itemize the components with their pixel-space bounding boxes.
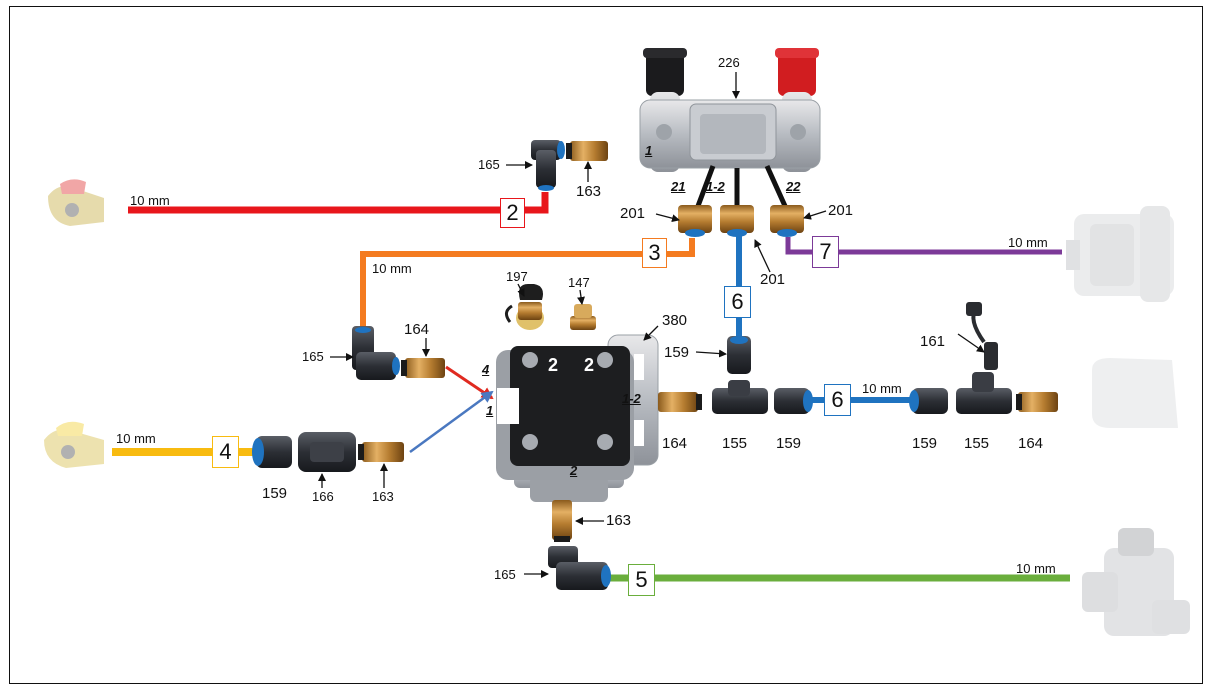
elbow-165-left <box>352 326 400 380</box>
label-159-right-a: 159 <box>776 435 802 452</box>
plug-147 <box>570 304 596 330</box>
leader-159a <box>695 349 727 358</box>
label-147: 147 <box>568 275 590 290</box>
valve-lead-21 <box>695 165 716 207</box>
coupling-red-head <box>48 179 104 226</box>
label-159-vertical: 159 <box>664 344 690 361</box>
control-valve <box>639 48 821 172</box>
line-box-6-horizontal: 6 <box>824 384 851 416</box>
elbow-165-top <box>531 140 565 191</box>
tee-155-left <box>712 380 768 414</box>
size-yellow: 10 mm <box>116 431 156 446</box>
label-155-left: 155 <box>722 435 748 452</box>
label-226: 226 <box>718 55 740 70</box>
leader-380 <box>643 325 659 341</box>
orange-pipe <box>360 238 695 330</box>
connector-159-right-b <box>909 388 948 414</box>
line-box-4: 4 <box>212 436 239 468</box>
fitting-201-right <box>770 205 804 237</box>
label-201-center: 201 <box>760 271 786 288</box>
fitting-164-left <box>401 358 445 378</box>
leader-201b <box>754 239 771 273</box>
port-block-1: 1 <box>486 403 494 418</box>
line-box-2: 2 <box>500 198 525 228</box>
port-face-2-left: 2 <box>548 355 559 375</box>
fitting-164-block <box>658 392 702 412</box>
coupling-yellow-head <box>44 421 104 468</box>
size-blue: 10 mm <box>862 381 902 396</box>
label-163-yellow: 163 <box>372 489 394 504</box>
port-block-2: 2 <box>570 463 578 478</box>
leader-161 <box>957 333 985 353</box>
port-valve-21: 21 <box>671 179 686 194</box>
size-red: 10 mm <box>130 193 170 208</box>
label-164-left: 164 <box>404 321 430 338</box>
frame-border <box>9 6 1203 684</box>
connector-159-yellow <box>252 436 292 468</box>
fitting-163-top <box>566 141 608 161</box>
fitting-163-bottom <box>552 500 572 542</box>
port-block-4: 4 <box>482 362 490 377</box>
fitting-164-right <box>1016 392 1058 412</box>
valve-lead-22 <box>764 164 788 208</box>
fitting-163-yellow <box>358 442 404 462</box>
leader-147 <box>577 289 585 305</box>
leader-201a <box>655 213 680 223</box>
filter-166 <box>298 432 356 472</box>
elbow-165-bottom <box>548 546 611 590</box>
label-201-right: 201 <box>828 202 854 219</box>
connector-159-right-a <box>774 388 813 414</box>
tank-right-middle <box>1092 358 1178 428</box>
label-163-top: 163 <box>576 183 602 200</box>
fitting-201-center <box>720 205 754 237</box>
label-166: 166 <box>312 489 334 504</box>
label-161: 161 <box>920 333 946 350</box>
red-pipe <box>128 192 549 214</box>
line-box-6-vertical: 6 <box>724 286 751 318</box>
size-purple: 10 mm <box>1008 235 1048 250</box>
size-orange: 10 mm <box>372 261 412 276</box>
label-201-left: 201 <box>620 205 646 222</box>
label-159-yellow: 159 <box>262 485 288 502</box>
port-valve-1: 1 <box>645 143 653 158</box>
blue-flow-arrow <box>409 390 494 454</box>
label-165-top: 165 <box>478 157 500 172</box>
line-box-7: 7 <box>812 236 839 268</box>
line-box-3: 3 <box>642 238 667 268</box>
label-197: 197 <box>506 269 528 284</box>
label-164-right: 164 <box>1018 435 1044 452</box>
port-face-2-right: 2 <box>584 355 595 375</box>
port-block-12: 1-2 <box>622 391 641 406</box>
label-164-block: 164 <box>662 435 688 452</box>
fitting-201-left <box>678 205 712 237</box>
label-380: 380 <box>662 312 688 329</box>
leader-201c <box>803 210 827 220</box>
port-valve-12: 1-2 <box>706 179 725 194</box>
label-165-left: 165 <box>302 349 324 364</box>
leader-197 <box>517 283 525 297</box>
label-163-bottom: 163 <box>606 512 632 529</box>
port-valve-22: 22 <box>786 179 801 194</box>
plug-197 <box>505 284 544 330</box>
size-green: 10 mm <box>1016 561 1056 576</box>
central-module <box>496 334 659 502</box>
line-box-5: 5 <box>628 564 655 596</box>
valve-right-bottom <box>1082 528 1190 636</box>
cap-161 <box>966 302 998 370</box>
label-155-right: 155 <box>964 435 990 452</box>
purple-pipe <box>785 237 1062 255</box>
valve-right-top <box>1066 206 1174 302</box>
label-165-bottom: 165 <box>494 567 516 582</box>
connector-159-vertical <box>727 336 751 374</box>
tee-155-right <box>956 372 1012 414</box>
label-159-right-b: 159 <box>912 435 938 452</box>
